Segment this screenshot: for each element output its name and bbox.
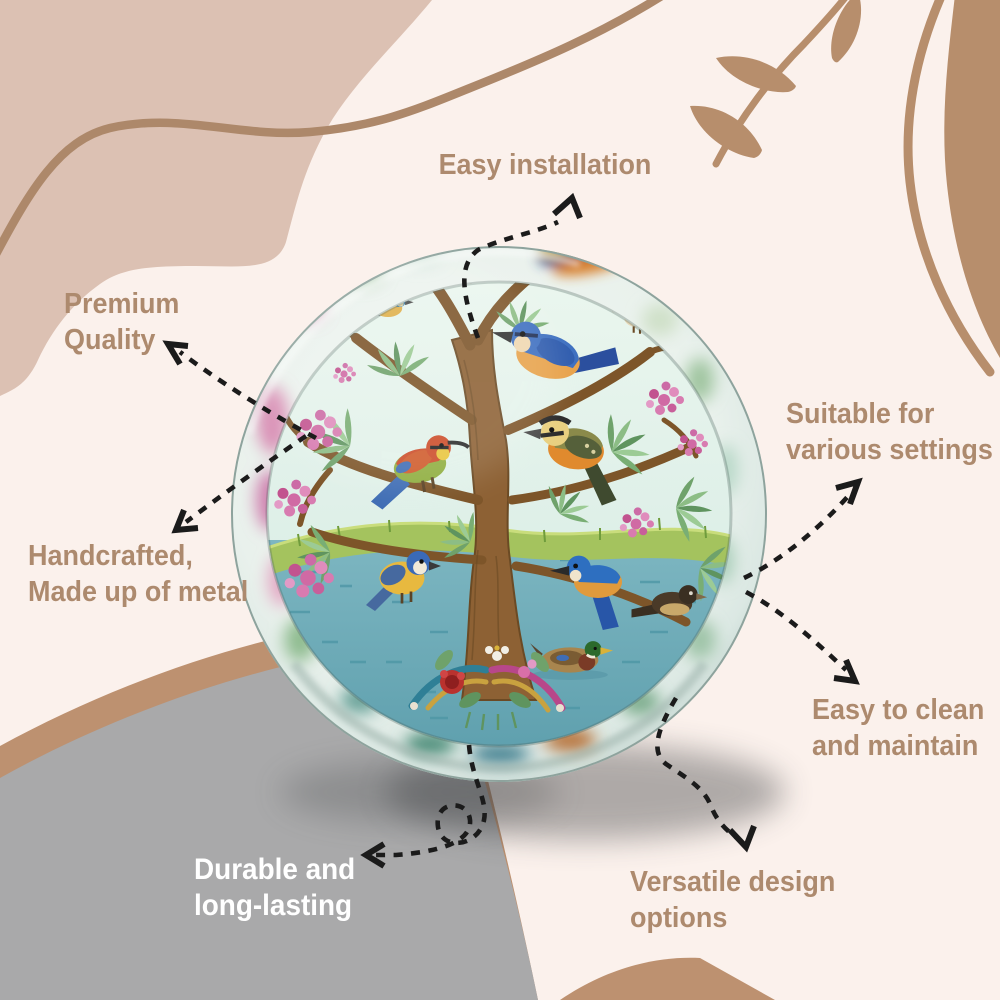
callout-easy-installation: Easy installation bbox=[359, 147, 731, 183]
arrow-easy-installation bbox=[462, 219, 559, 339]
bird-dark-brown bbox=[631, 585, 708, 618]
leaf-icon bbox=[716, 56, 796, 93]
callout-durable: Durable and long-lasting bbox=[194, 852, 355, 924]
arrowhead-easy-clean bbox=[833, 658, 860, 685]
callout-text: Easy installation bbox=[438, 149, 652, 181]
tan-wedge-shape bbox=[560, 957, 775, 1000]
corner-tan-blob-shape bbox=[944, 0, 1000, 358]
bird-blue-tit bbox=[366, 551, 441, 611]
callout-text: Made up of metal bbox=[28, 576, 249, 608]
callout-easy-clean: Easy to clean and maintain bbox=[812, 692, 984, 764]
callout-text: options bbox=[630, 902, 728, 934]
leaf-branch-decoration bbox=[690, 0, 861, 168]
callout-text: Versatile design bbox=[630, 866, 836, 898]
callout-text: Durable and bbox=[194, 853, 356, 886]
arrow-versatile bbox=[655, 696, 742, 842]
leaf-icon bbox=[690, 105, 762, 158]
rim-upper-highlight bbox=[234, 249, 764, 779]
callout-text: Easy to clean bbox=[812, 694, 985, 726]
curvy-line-decoration bbox=[0, 0, 664, 256]
callout-text: and maintain bbox=[812, 730, 979, 762]
plate-illustration bbox=[231, 246, 767, 782]
arrowhead-suitable-settings bbox=[835, 477, 863, 506]
callout-text: Handcrafted, bbox=[28, 540, 193, 572]
callout-premium-quality: Premium Quality bbox=[64, 286, 179, 358]
leaf-icon bbox=[831, 0, 861, 63]
callout-text: long-lasting bbox=[194, 889, 353, 922]
callout-suitable-settings: Suitable for various settings bbox=[786, 396, 993, 468]
arrowhead-premium-quality bbox=[162, 340, 189, 366]
arrow-durable bbox=[376, 744, 487, 858]
callout-text: Suitable for bbox=[786, 398, 935, 430]
plate-outer-edge bbox=[231, 246, 767, 782]
arrowhead-versatile bbox=[727, 824, 757, 853]
arrow-handcrafted bbox=[184, 434, 308, 524]
glass-highlight bbox=[260, 250, 560, 490]
callout-text: various settings bbox=[786, 434, 993, 466]
arrow-premium-quality bbox=[178, 350, 318, 441]
grass-blades bbox=[297, 517, 707, 547]
rose-blob-shape bbox=[0, 0, 432, 396]
rim-lower-shading bbox=[240, 255, 758, 773]
ornamental-base bbox=[408, 645, 566, 731]
arrow-easy-clean bbox=[744, 589, 848, 672]
callout-text: Quality bbox=[64, 324, 156, 356]
bird-kingfisher bbox=[550, 555, 622, 630]
arrowhead-durable bbox=[360, 841, 386, 869]
callout-text: Premium bbox=[64, 288, 180, 320]
callout-versatile: Versatile design options bbox=[630, 864, 835, 936]
corner-arc-line bbox=[903, 0, 995, 377]
callout-handcrafted: Handcrafted, Made up of metal bbox=[28, 538, 248, 610]
arrowhead-easy-installation bbox=[552, 192, 583, 220]
arrowhead-handcrafted bbox=[171, 508, 199, 534]
